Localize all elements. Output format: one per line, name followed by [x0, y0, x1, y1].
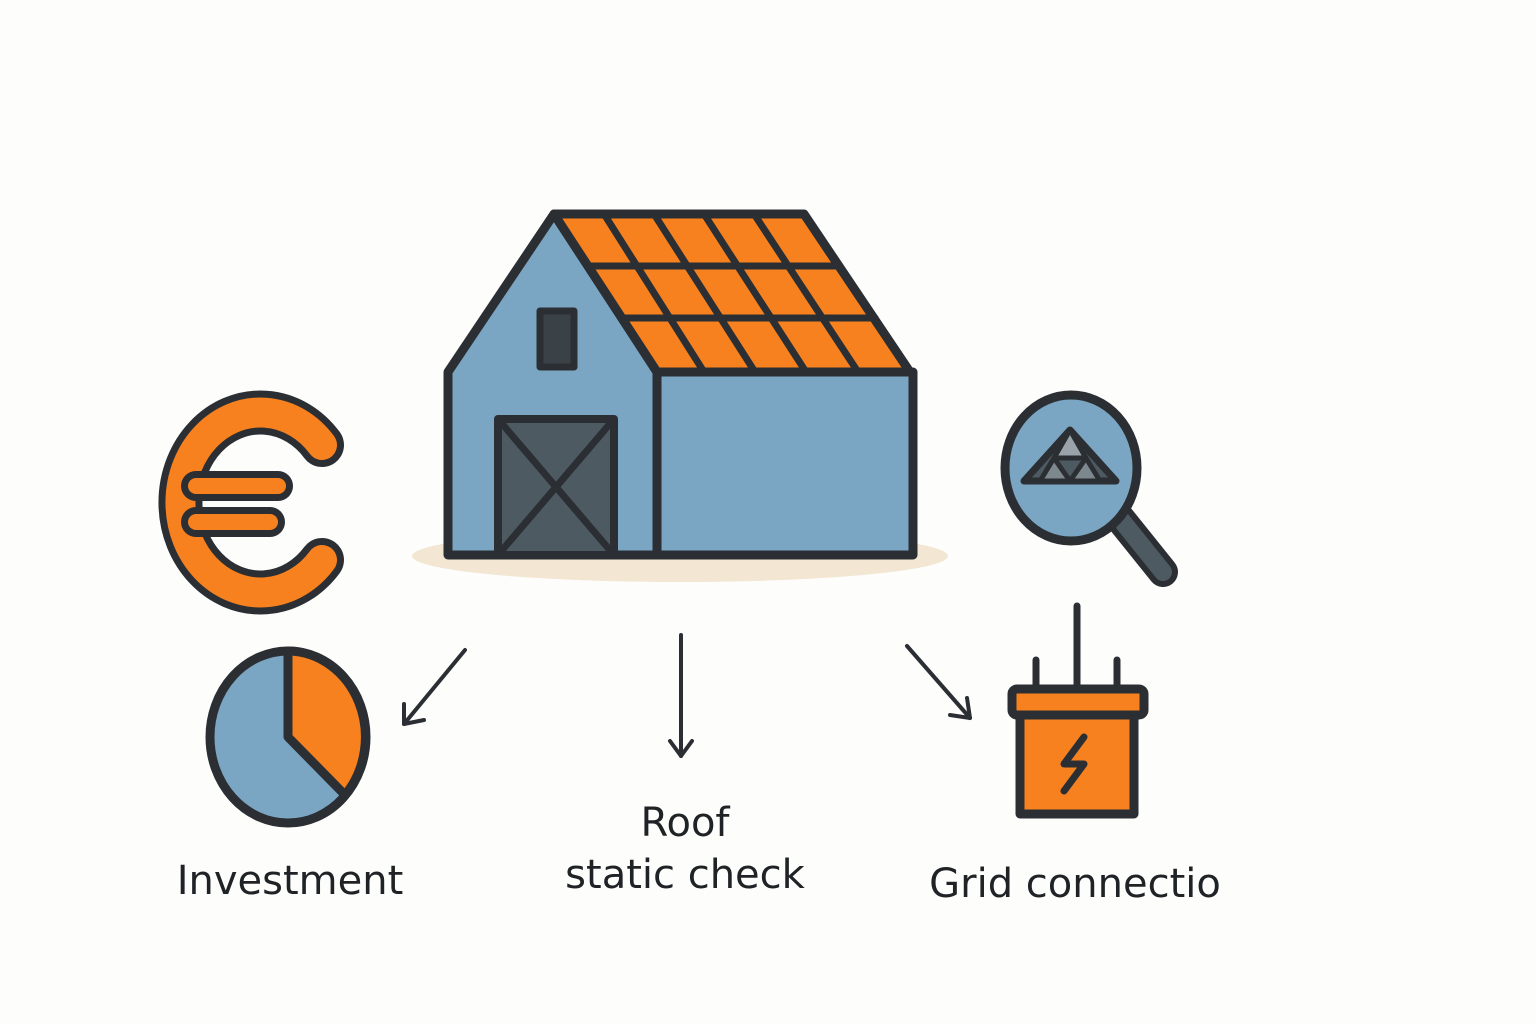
label-roof-line1: Roof: [640, 800, 730, 846]
label-grid-text: Grid connectio: [929, 861, 1221, 907]
barn-door-cross: [494, 415, 618, 559]
label-investment-text: Investment: [176, 858, 404, 904]
label-roof-static-check: Roof static check: [520, 797, 850, 901]
arrows: [402, 633, 972, 758]
solar-panel-gridlines: [585, 210, 879, 376]
label-roof-line2: static check: [565, 852, 805, 898]
barn-window: [536, 307, 578, 371]
pie-chart-icon: [205, 646, 371, 828]
barn-icon: [443, 209, 918, 560]
label-grid-connection: Grid connectio: [915, 858, 1235, 910]
arrow-to-investment: [402, 648, 467, 726]
label-investment: Investment: [150, 855, 430, 907]
lightning-icon: [1060, 733, 1088, 795]
euro-icon: [158, 390, 344, 615]
pie-slice-orange: [283, 646, 370, 800]
arrow-to-roof-check: [668, 633, 694, 758]
arrow-to-grid: [905, 644, 972, 720]
barn-side-wall: [652, 367, 918, 560]
grid-connection-icon: [1007, 602, 1149, 819]
magnifier-icon: [1000, 390, 1178, 587]
